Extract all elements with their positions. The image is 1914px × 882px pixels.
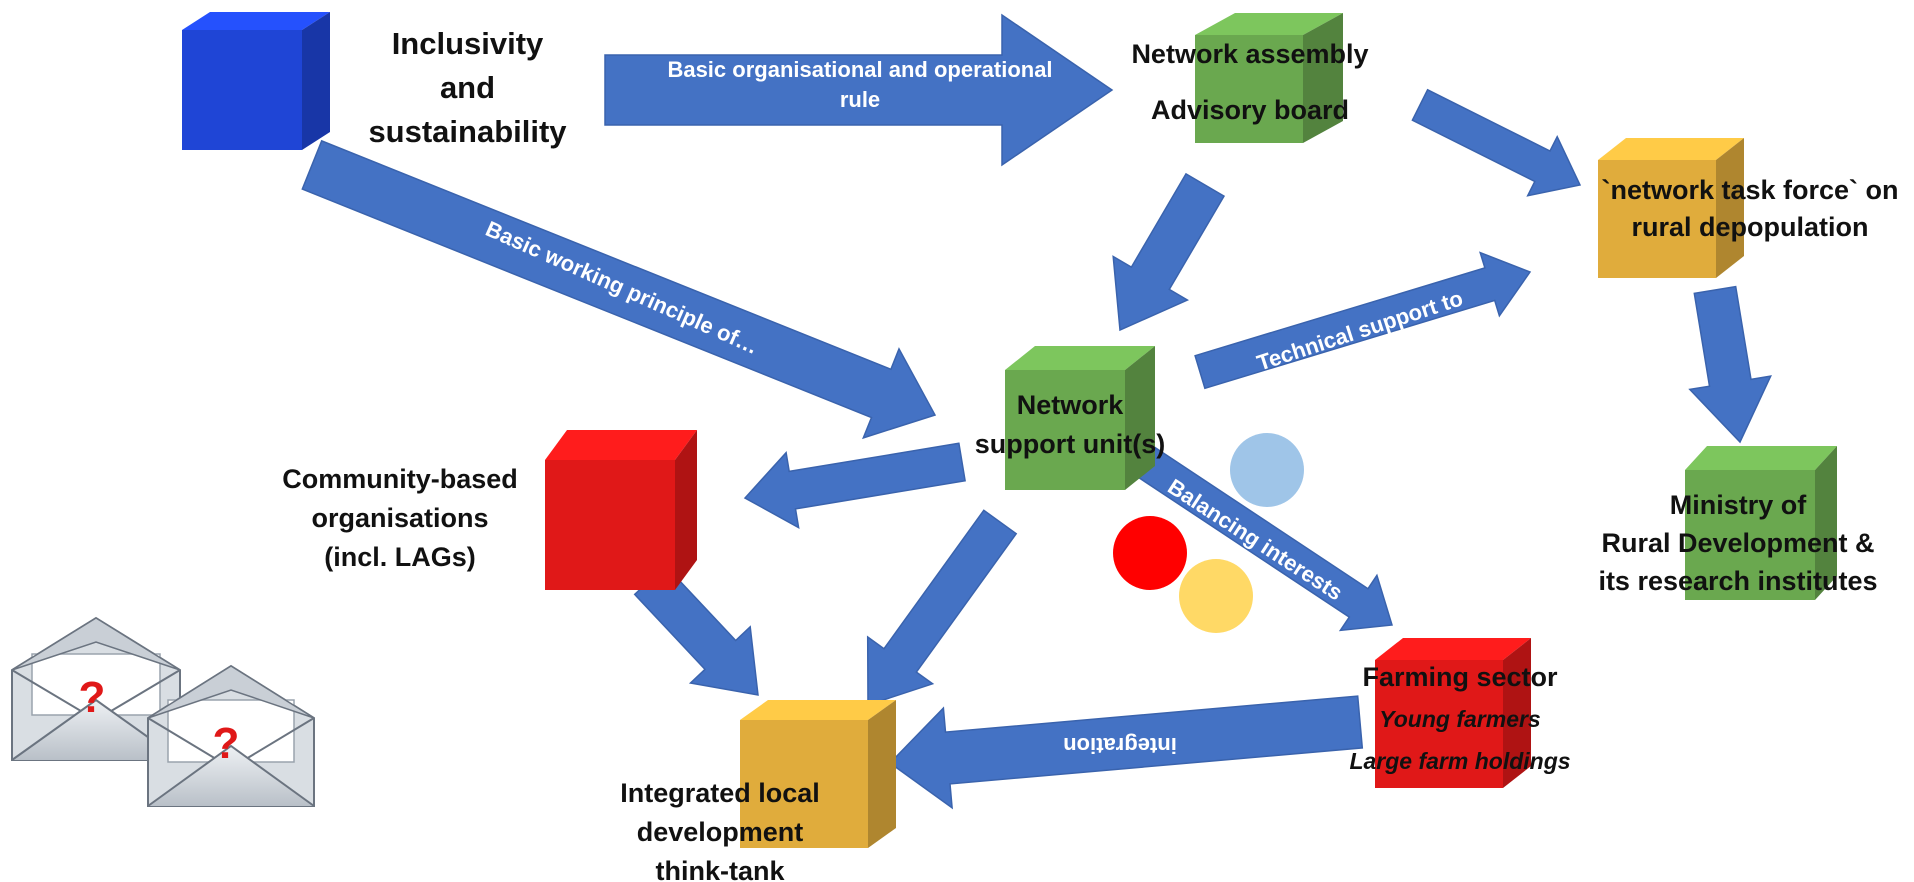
node-label-line: sustainability [368,114,567,149]
cube-face-front [1598,160,1716,278]
cube-face-front [1005,370,1125,490]
cube-face-top [1598,138,1744,160]
cube-face-top [740,700,896,720]
cube-face-side [302,12,330,150]
node-label-farming: Farming sector Young farmers Large farm … [1330,656,1590,782]
arrow-layer [301,13,1772,810]
arrow-balancing [1129,442,1393,632]
cube-face-front [1375,660,1503,788]
cube-face-top [182,12,330,30]
arrow-label-integration: integration [1063,733,1177,758]
circle-blue [1230,433,1304,507]
cube-support-unit [1005,346,1155,490]
cube-community [545,430,697,590]
envelope-icon [147,664,315,807]
arrow-label-line: Basic organisational and operational [667,57,1053,82]
arrow-assembly-to-support [1112,172,1226,332]
node-label-line: Integrated local [620,778,820,808]
cube-face-side [675,430,697,590]
arrow-label-basic-rule: Basic organisational and operational rul… [655,55,1065,115]
arrow-support-to-community [743,442,966,530]
node-label-line: Community-based [282,464,518,494]
cube-face-top [1005,346,1155,370]
node-label-community: Community-based organisations (incl. LAG… [265,460,535,577]
arrow-basic-rule [604,13,1114,167]
arrow-taskforce-to-ministry [1688,285,1772,444]
node-label-line: Ministry of [1669,490,1807,520]
node-label-line: Inclusivity [391,26,544,61]
node-label-line: Young farmers [1379,706,1541,732]
question-mark: ? [213,719,240,768]
cube-ministry [1685,446,1837,600]
node-label-line: development [636,817,804,847]
cube-task-force [1598,138,1744,278]
cube-face-top [1685,446,1837,470]
circle-yellow [1179,559,1253,633]
node-label-line: Large farm holdings [1349,748,1571,774]
cube-face-front [1685,470,1815,600]
node-label-line: think-tank [655,856,785,882]
envelope-layer: ?? [11,616,315,807]
arrow-label-line: rule [839,87,881,112]
node-label-line: (incl. LAGs) [324,542,476,572]
node-label-task-force: `network task force` on rural depopulati… [1590,172,1910,246]
node-label-line: Advisory board [1150,95,1350,125]
node-label-line: rural depopulation [1631,212,1869,242]
cube-face-top [545,430,697,460]
arrow-assembly-to-taskforce [1411,88,1582,197]
circle-layer [1113,433,1304,633]
cube-layer [182,12,1837,848]
cube-face-front [545,460,675,590]
cube-farming [1375,638,1531,788]
node-label-line: support unit(s) [974,429,1166,459]
cube-face-side [1125,346,1155,490]
cube-face-side [1815,446,1837,600]
node-label-support-unit: Network support unit(s) [955,386,1185,464]
node-label-inclusivity: Inclusivity and sustainability [340,22,595,154]
cube-face-front [182,30,302,150]
node-label-network-assembly: Network assembly Advisory board [1110,26,1390,138]
node-label-line: Network [1016,390,1124,420]
cube-think-tank [740,700,896,848]
node-label-line: Network assembly [1131,39,1369,69]
node-label-think-tank: Integrated local development think-tank [595,774,845,882]
cube-face-top [1375,638,1531,660]
cube-network-assembly [1195,13,1343,143]
cube-face-side [868,700,896,848]
question-mark: ? [79,673,106,722]
circle-red [1113,516,1187,590]
cube-face-side [1303,13,1343,143]
node-label-line: its research institutes [1598,566,1878,596]
node-label-line: organisations [311,503,489,533]
arrow-working-principle [301,139,937,440]
arrow-support-to-taskforce [1194,251,1532,390]
cube-face-top [1195,13,1343,35]
node-label-line: `network task force` on [1601,175,1899,205]
cube-face-front [1195,35,1303,143]
node-label-line: and [439,70,496,105]
arrow-support-to-thinktank [866,509,1018,707]
node-label-line: Farming sector [1362,662,1558,692]
cube-face-front [740,720,868,848]
arrow-integration [888,695,1364,810]
cube-inclusivity [182,12,330,150]
cube-face-side [1716,138,1744,278]
node-label-ministry: Ministry of Rural Development & its rese… [1588,486,1888,600]
node-label-line: Rural Development & [1601,528,1875,558]
cube-face-side [1503,638,1531,788]
